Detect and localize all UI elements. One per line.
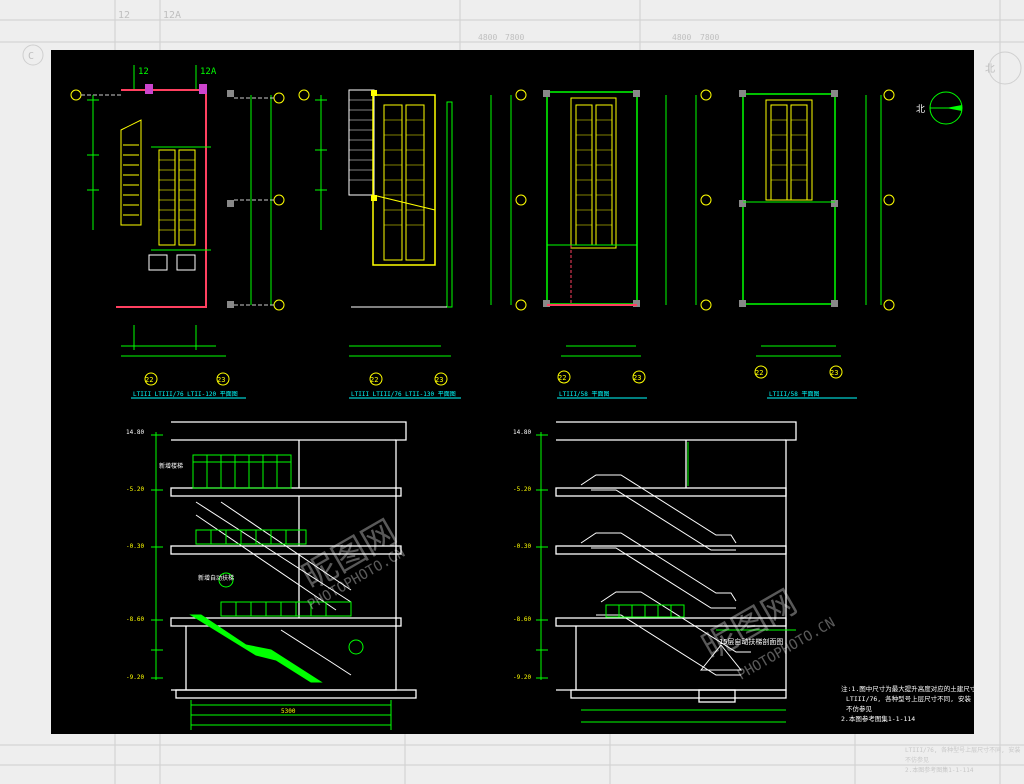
sec1-elev: -5.20: [126, 486, 144, 493]
plan-4: 22 23 LTIII/58 平面图: [739, 89, 895, 399]
plan1-grid-top: 12A: [200, 67, 217, 77]
bg-note-line: 不仿参见: [905, 756, 929, 764]
sec1-label: 新增楼梯: [159, 462, 183, 470]
plan2-axis-bottom: 22: [370, 376, 378, 384]
plan-3: 22 23 LTIII/58 平面图: [543, 89, 712, 399]
sec2-elev: -0.30: [513, 543, 531, 550]
bg-top-label: 12: [118, 10, 130, 21]
sec2-elev: -5.20: [513, 486, 531, 493]
note-line: 2.本图参考图集1-1-114: [841, 714, 915, 723]
plan2-title: LTIII LTIII/76 LTII-130 平面图: [351, 391, 456, 398]
north-label: 北: [916, 104, 925, 115]
drawing-sheet[interactable]: 12 12A: [51, 50, 980, 734]
bg-axis-label-right: 北: [985, 63, 995, 75]
plan3-axis-bottom: 22: [558, 374, 566, 382]
bg-note-line: LTIII/76, 各种型号上层尺寸不同, 安装: [905, 746, 1020, 754]
plan4-axis-bottom: 23: [830, 369, 838, 377]
plan1-grid-top: 12: [138, 67, 149, 77]
sec1-elev: -9.20: [126, 674, 144, 681]
plan1-title: LTIII LTIII/76 LTII-120 平面图: [133, 391, 238, 398]
bg-top-label: 4800: [672, 33, 691, 42]
sec2-elev: -9.20: [513, 674, 531, 681]
bg-top-label: 7800: [700, 33, 719, 42]
plan4-title: LTIII/58 平面图: [769, 391, 820, 398]
plan3-title: LTIII/58 平面图: [559, 391, 610, 398]
sec1-elev: -8.60: [126, 616, 144, 623]
sec2-elev: -8.60: [513, 616, 531, 623]
notes: 注:1.图中尺寸为最大提升高度对应的土建尺寸, LTIII/76, 各种型号上层…: [841, 684, 980, 723]
note-line: LTIII/76, 各种型号上层尺寸不同, 安装: [846, 694, 971, 703]
sec1-elev: -0.30: [126, 543, 144, 550]
north-arrow-icon: 北: [916, 91, 963, 125]
bg-axis-label-left: C: [28, 51, 34, 62]
plan-1: 12 12A: [70, 65, 285, 399]
note-line: 不仿参见: [846, 704, 873, 713]
sec1-label: 新增自动扶梯: [198, 574, 234, 582]
section-2: 14.80 -5.20 -0.30 -8.60 -9.20: [513, 421, 797, 723]
plan3-axis-bottom: 23: [633, 374, 641, 382]
plan2-axis-bottom: 23: [435, 376, 443, 384]
bg-top-label: 7800: [505, 33, 524, 42]
section-1: 14.80 -5.20 -0.30 -8.60 -9.20: [126, 421, 417, 730]
plan1-axis-bottom: 23: [217, 376, 225, 384]
note-line: 注:1.图中尺寸为最大提升高度对应的土建尺寸,: [841, 684, 974, 693]
bg-note-line: 2.本图参考图集1-1-114: [905, 766, 974, 774]
bg-top-label: 12A: [163, 10, 181, 21]
watermark: 昵图网 PHOTOPHOTO.CN 昵图网 PHOTOPHOTO.CN: [296, 512, 838, 683]
sec1-dim: 5300: [281, 708, 296, 715]
sec2-elev: 14.80: [513, 429, 531, 436]
bg-top-label: 4800: [478, 33, 497, 42]
plan1-axis-bottom: 22: [145, 376, 153, 384]
plan4-axis-bottom: 22: [755, 369, 763, 377]
plan-2: 22 23 LTIII LTIII/76 LTII-130 平面图: [298, 89, 527, 399]
cad-drawing: 12 12A: [70, 65, 980, 730]
sec1-elev: 14.80: [126, 429, 144, 436]
sec2-label: 15层自动扶梯剖面图: [719, 637, 783, 646]
